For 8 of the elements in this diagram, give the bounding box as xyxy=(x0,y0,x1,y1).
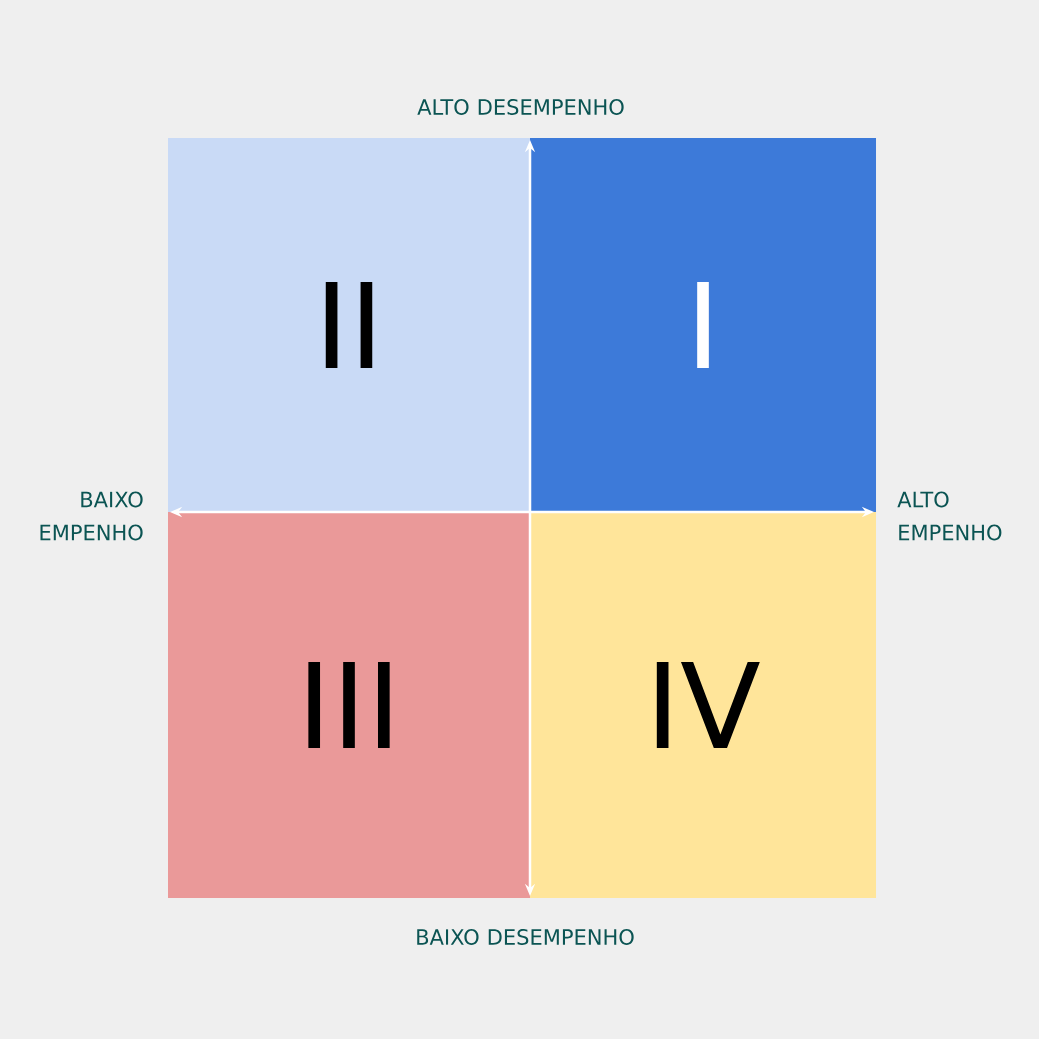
axis-label: BAIXO EMPENHO xyxy=(40,491,143,541)
quadrant-numeral: II xyxy=(325,282,373,368)
quadrant-numeral: I xyxy=(697,282,709,368)
axis-label: ALTO EMPENHO xyxy=(897,491,1002,541)
quadrant-numeral: III xyxy=(308,662,390,748)
quadrant-numeral: IV xyxy=(656,662,760,748)
axis-label: BAIXO DESEMPENHO xyxy=(417,929,634,945)
axis-label: ALTO DESEMPENHO xyxy=(417,99,624,115)
